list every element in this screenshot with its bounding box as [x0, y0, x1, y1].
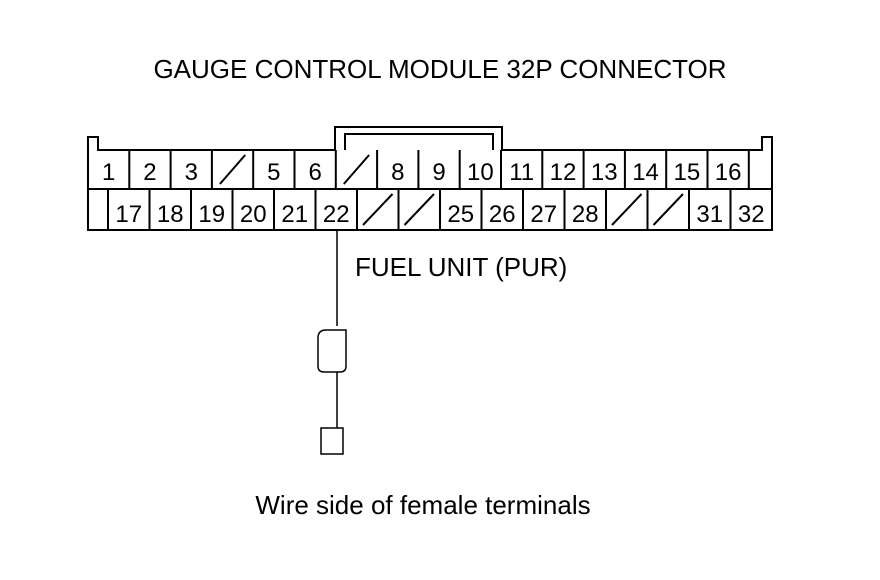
bottom-row-terminals: 17 18 19 20 21 22 25 26 27 28 31 32: [107, 189, 765, 230]
terminal-number: 3: [185, 159, 198, 186]
terminal-number: 10: [467, 159, 494, 186]
terminal-number: 11: [509, 159, 534, 186]
terminal-number: 13: [591, 159, 618, 186]
empty-cavity-slash: [611, 193, 643, 226]
terminal-number: 28: [572, 201, 599, 228]
terminal-number: 21: [281, 201, 308, 228]
terminal-number: 5: [267, 159, 280, 186]
terminal-number: 6: [308, 159, 321, 186]
terminal-number: 19: [198, 201, 225, 228]
female-terminal-symbol: [317, 329, 347, 373]
empty-cavity-slash: [362, 193, 394, 226]
terminal-number: 22: [323, 201, 350, 228]
terminal-number: 17: [115, 201, 142, 228]
male-terminal-symbol: [320, 427, 344, 455]
terminal-number: 15: [673, 159, 700, 186]
terminal-number: 25: [447, 201, 474, 228]
terminal-number: 16: [715, 159, 742, 186]
terminal-number: 26: [489, 201, 516, 228]
terminal-number: 1: [102, 159, 115, 186]
connector-lock-tab: [344, 133, 494, 150]
terminal-number: 18: [157, 201, 184, 228]
connector-housing: [87, 126, 773, 231]
terminal-number: 20: [240, 201, 267, 228]
terminal-number: 14: [632, 159, 659, 186]
terminal-number: 27: [530, 201, 557, 228]
empty-cavity-slash: [219, 154, 246, 185]
terminal-number: 32: [738, 201, 765, 228]
terminal-number: 12: [550, 159, 577, 186]
fuel-unit-label: FUEL UNIT (PUR): [355, 252, 567, 282]
diagram-caption: Wire side of female terminals: [255, 490, 591, 520]
terminal-number: 9: [432, 159, 445, 186]
terminal-number: 2: [143, 159, 156, 186]
empty-cavity-slash: [652, 193, 684, 226]
empty-cavity-slash: [343, 154, 370, 185]
terminal-number: 31: [696, 201, 723, 228]
diagram-title: GAUGE CONTROL MODULE 32P CONNECTOR: [153, 54, 727, 84]
empty-cavity-slash: [403, 193, 435, 226]
terminal-number: 8: [391, 159, 404, 186]
